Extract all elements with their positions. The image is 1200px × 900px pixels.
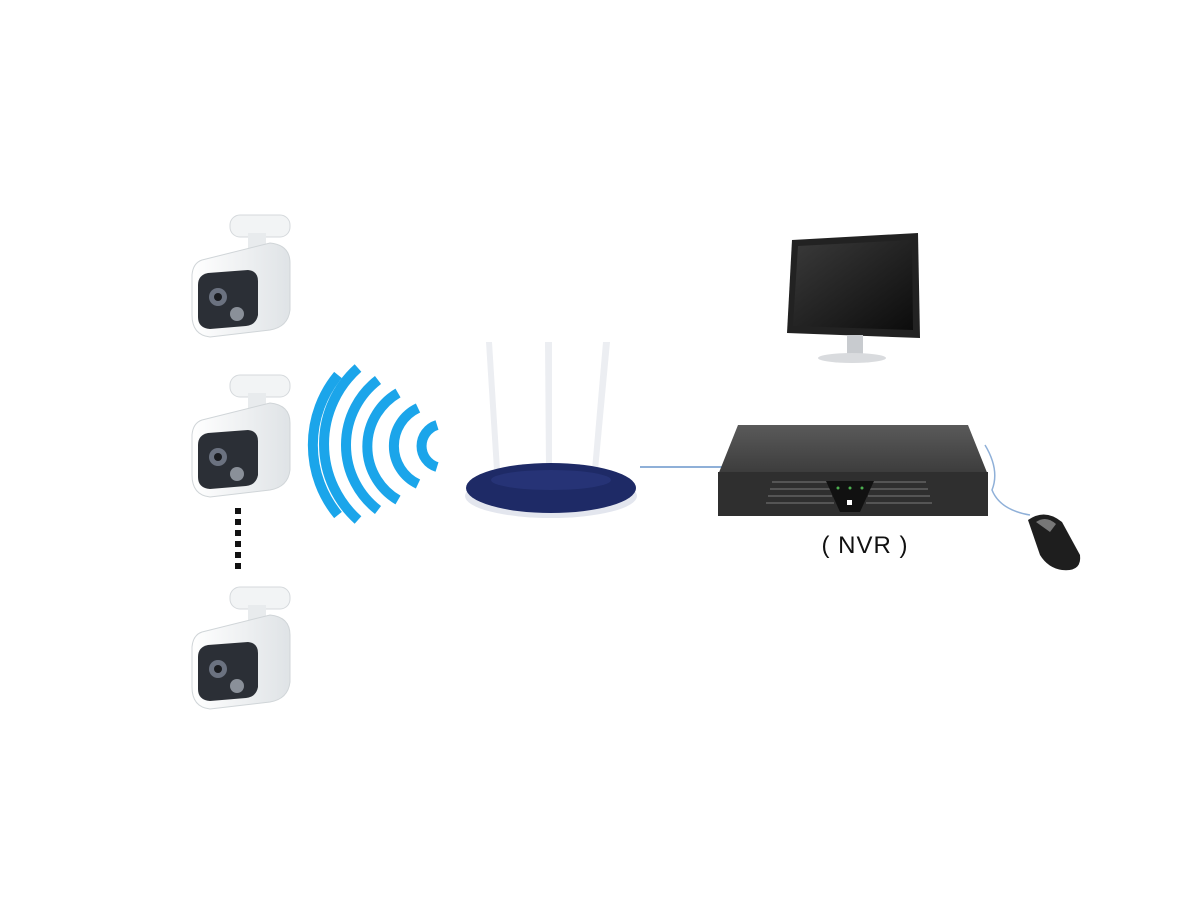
nvr-recorder <box>718 425 988 516</box>
wireless-router <box>465 342 637 518</box>
ip-camera-2 <box>191 374 291 498</box>
mouse <box>1028 514 1081 571</box>
ip-camera-1 <box>191 214 291 338</box>
mouse-cable <box>984 444 1031 516</box>
monitor <box>787 233 920 363</box>
ip-camera-3 <box>191 586 291 710</box>
more-cameras-ellipsis <box>235 508 241 569</box>
wifi-signal-icon <box>307 364 439 524</box>
nvr-label: ( NVR ) <box>821 532 909 559</box>
